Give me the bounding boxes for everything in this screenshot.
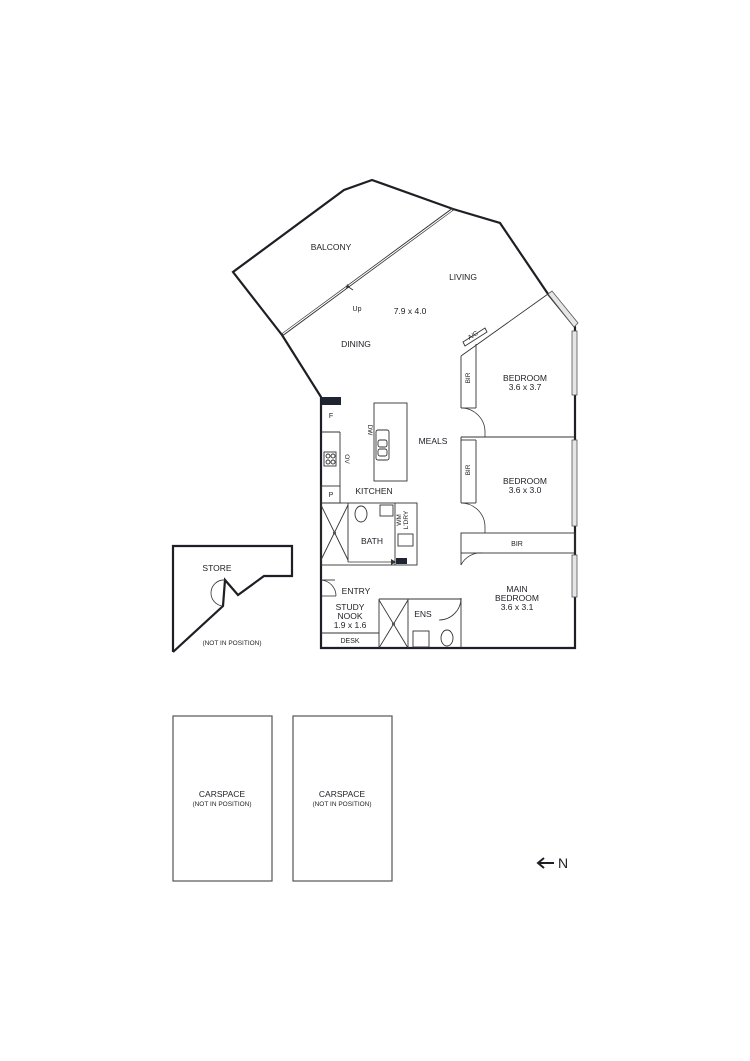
carspace-1: CARSPACE (NOT IN POSITION) — [172, 715, 273, 882]
bedroom1-dims: 3.6 x 3.7 — [509, 382, 542, 392]
main-bedroom-label-1: MAIN — [506, 584, 527, 594]
carspace-1-note: (NOT IN POSITION) — [192, 801, 251, 808]
kitchen-island: DW — [366, 402, 408, 482]
bath-fixtures — [320, 504, 414, 561]
arrow-left-icon — [536, 857, 554, 869]
meals-label: MEALS — [419, 436, 448, 446]
bedroom2-label: BEDROOM — [503, 476, 547, 486]
svg-text:OV: OV — [343, 454, 350, 464]
study-dims: 1.9 x 1.6 — [334, 620, 367, 630]
carspace-1-label: CARSPACE — [199, 789, 245, 799]
living-dims: 7.9 x 4.0 — [394, 306, 427, 316]
up-arrow-icon — [346, 284, 354, 291]
up-label: Up — [353, 306, 362, 313]
wm-label: WM — [396, 514, 403, 526]
study-label-1: STUDY — [336, 602, 365, 612]
svg-text:DW: DW — [366, 425, 373, 437]
doors — [320, 407, 486, 621]
pantry-label: P — [329, 492, 334, 499]
ens-label: ENS — [414, 609, 432, 619]
interior-walls — [320, 293, 576, 648]
carspace-2-note: (NOT IN POSITION) — [312, 801, 371, 808]
bir2-label: BIR — [465, 464, 472, 475]
laundry-cabinet — [396, 558, 407, 564]
north-compass: N — [536, 855, 568, 871]
bir3-label: BIR — [511, 541, 523, 548]
fridge-cavity — [321, 397, 341, 405]
svg-text:A/C: A/C — [467, 330, 480, 342]
main-bedroom-dims: 3.6 x 3.1 — [501, 602, 534, 612]
ac-unit: A/C — [462, 327, 488, 347]
kitchen-label: KITCHEN — [355, 486, 392, 496]
apartment-outline — [231, 178, 577, 650]
bedroom2-dims: 3.6 x 3.0 — [509, 485, 542, 495]
bedroom1-label: BEDROOM — [503, 373, 547, 383]
bath-label: BATH — [361, 536, 383, 546]
bir1-label: BIR — [465, 372, 472, 383]
desk-label: DESK — [340, 638, 359, 645]
balcony-sliding-door — [281, 207, 454, 337]
carspace-2-label: CARSPACE — [319, 789, 365, 799]
windows-east — [547, 290, 579, 598]
north-label: N — [558, 855, 568, 871]
living-label: LIVING — [449, 272, 477, 282]
store: STORE (NOT IN POSITION) — [171, 544, 294, 653]
entry-label: ENTRY — [342, 586, 371, 596]
fridge-label: F — [329, 413, 333, 420]
study-label-2: NOOK — [337, 611, 362, 621]
store-label: STORE — [202, 563, 231, 573]
ensuite-fixtures — [378, 599, 454, 649]
carspace-2: CARSPACE (NOT IN POSITION) — [292, 715, 393, 882]
dining-label: DINING — [341, 339, 371, 349]
balcony-label: BALCONY — [311, 242, 352, 252]
laundry-label: L'DRY — [403, 510, 410, 529]
main-bedroom-label-2: BEDROOM — [495, 593, 539, 603]
store-note: (NOT IN POSITION) — [202, 640, 261, 647]
cooktop: OV — [323, 451, 350, 467]
